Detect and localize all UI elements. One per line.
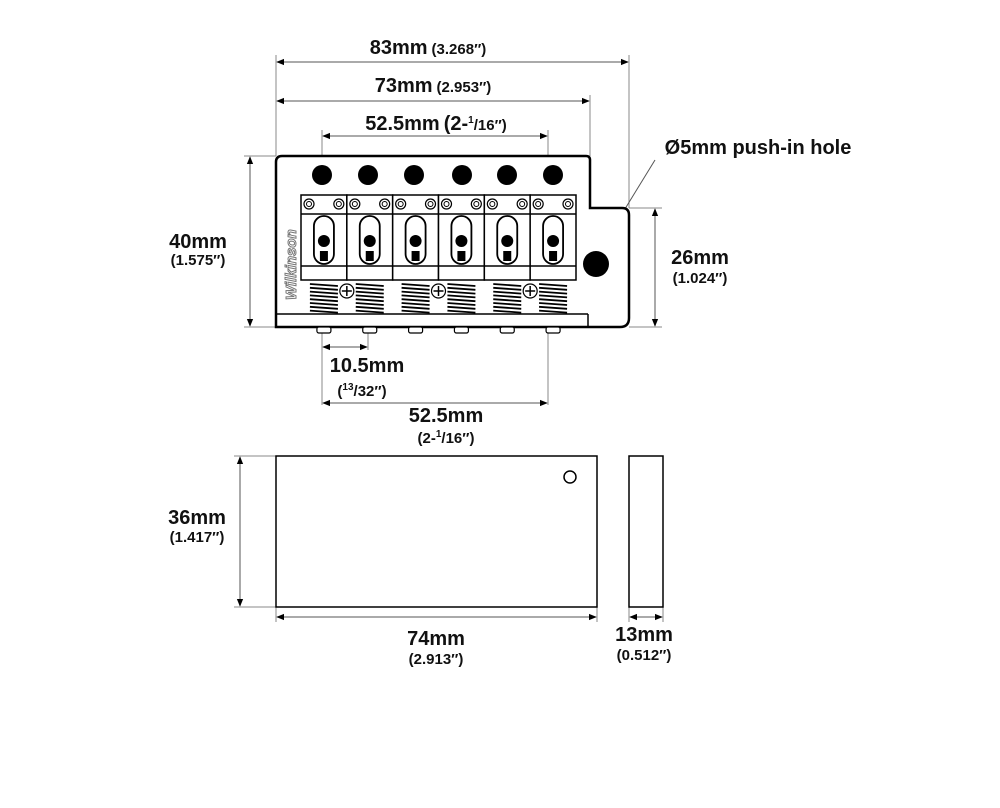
height-screw [430, 283, 447, 299]
saddle-spring [493, 282, 522, 314]
saddle [483, 194, 531, 334]
block-width-metric: 74mm [407, 628, 465, 650]
wilkinson-logo: Wilkinson [283, 229, 300, 300]
intonation-screw-end [499, 326, 515, 334]
intonation-screw-end [407, 326, 424, 334]
push-in-hole-label: Ø5mm push-in hole [665, 137, 852, 159]
step-height-metric: 26mm [671, 247, 729, 269]
block-width-imperial: (2.913″) [409, 651, 464, 668]
saddle-spring [401, 282, 430, 314]
saddle [391, 194, 440, 334]
plate-height-metric: 40mm [169, 231, 227, 253]
intonation-screw-end [362, 326, 378, 334]
saddle-spring [309, 282, 338, 314]
intonation-screw-end [545, 326, 561, 334]
block-depth-imperial: (0.512″) [617, 647, 672, 664]
overall-width-label: 83mm (3.268″) [370, 37, 487, 59]
string-spacing-bottom-metric: 52.5mm [409, 405, 484, 427]
plate-height-imperial: (1.575″) [171, 252, 226, 269]
tremolo-block-side [628, 455, 664, 608]
plate-width-label: 73mm (2.953″) [375, 75, 492, 97]
string-spacing-bottom-imperial: (2-1/16″) [418, 429, 475, 447]
string-pitch-imperial: (13/32″) [337, 382, 386, 400]
saddle [300, 194, 348, 334]
block-depth-metric: 13mm [615, 624, 673, 646]
saddle-spring [447, 282, 476, 314]
string-holes [312, 165, 563, 185]
tremolo-block [275, 455, 598, 608]
saddle [437, 194, 486, 334]
step-height-imperial: (1.024″) [673, 270, 728, 287]
extension-lines [234, 55, 664, 622]
height-screw [522, 283, 538, 299]
saddle [529, 194, 577, 334]
block-hole [563, 470, 577, 484]
saddle [346, 194, 394, 334]
block-height-imperial: (1.417″) [170, 529, 225, 546]
saddle-spring [539, 282, 568, 314]
block-height-metric: 36mm [168, 507, 226, 529]
height-screw [339, 283, 355, 299]
string-pitch-metric: 10.5mm [330, 355, 405, 377]
string-spacing-top-label: 52.5mm (2-1/16″) [365, 113, 507, 135]
intonation-screw-end [453, 326, 470, 334]
intonation-screw-end [316, 326, 332, 334]
push-in-hole [583, 251, 609, 277]
saddle-spring [355, 282, 384, 314]
saddles [300, 194, 577, 334]
